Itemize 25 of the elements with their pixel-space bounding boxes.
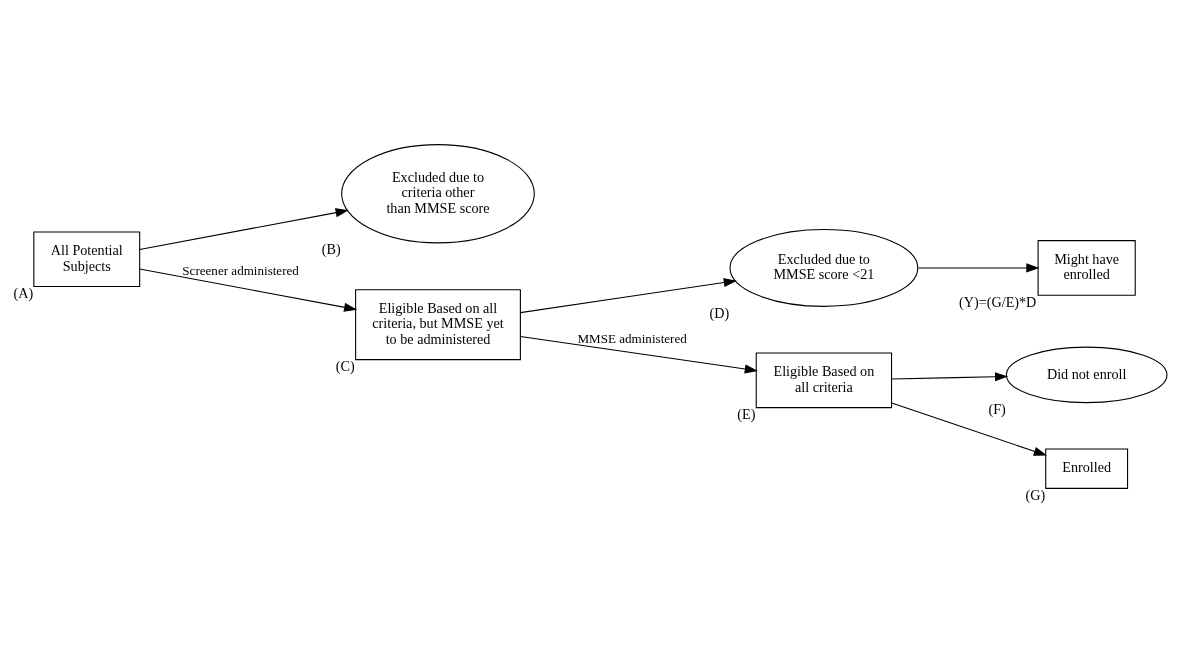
node-label: (B) [321, 240, 341, 257]
arrow [139, 207, 349, 250]
node-label: (F) [988, 400, 1006, 417]
node-label: (D) [709, 304, 730, 321]
node-box: All Potential Subjects [33, 230, 141, 287]
node-label: (Y)=(G/E)*D [959, 293, 1037, 310]
node-ellipse: Did not enroll [1005, 346, 1168, 403]
node-label: (E) [737, 405, 756, 422]
node-ellipse: Excluded due to criteria other than MMSE score [341, 143, 535, 243]
arrow [891, 401, 1047, 456]
edge-label: MMSE administered [577, 330, 687, 346]
arrow [891, 371, 1009, 381]
node-ellipse: Excluded due to MMSE score <21 [729, 228, 919, 307]
node-label: (A) [13, 284, 34, 301]
arrow [139, 267, 358, 312]
arrow [917, 262, 1040, 273]
arrow [519, 335, 758, 374]
edge-label: Screener administered [182, 262, 299, 278]
node-box: Eligible Based on all criteria [755, 352, 893, 408]
node-box: Enrolled [1045, 448, 1129, 489]
node-box: Eligible Based on all criteria, but MMSE yet to be administered [355, 288, 521, 360]
node-label: (C) [335, 357, 355, 374]
node-label: (G) [1025, 486, 1046, 503]
arrow [519, 277, 737, 313]
node-box: Might have enrolled [1037, 239, 1136, 296]
